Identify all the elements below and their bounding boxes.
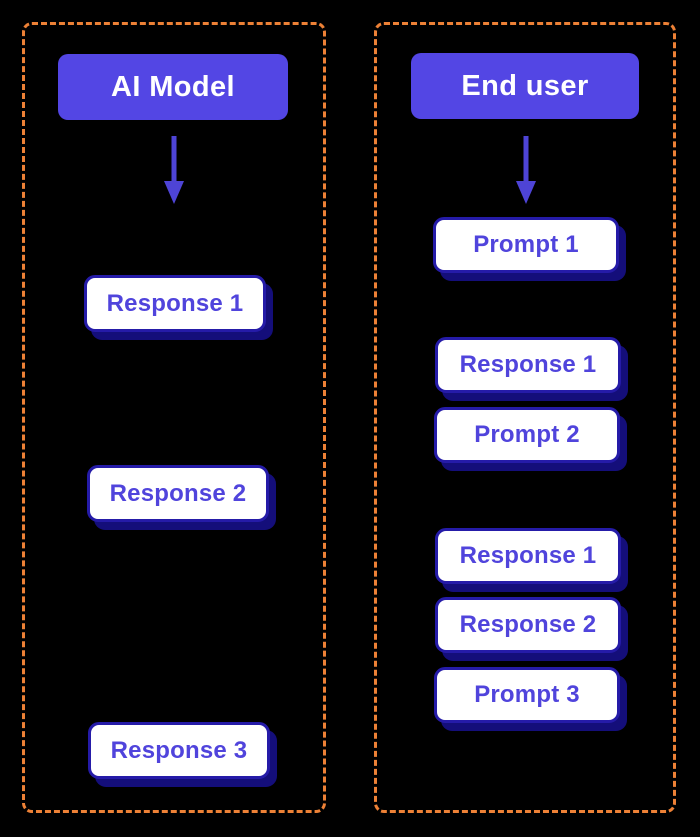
ai-model-header: AI Model	[58, 54, 288, 120]
arrow-down-icon	[516, 136, 536, 204]
response-box-ai-1: Response 1	[84, 275, 266, 332]
end-user-frame	[374, 22, 676, 813]
arrow-down-icon	[164, 136, 184, 204]
prompt-box-1: Prompt 1	[433, 217, 619, 273]
prompt-box-2: Prompt 2	[434, 407, 620, 463]
prompt-box-3: Prompt 3	[434, 667, 620, 723]
response-box-ai-3: Response 3	[88, 722, 270, 779]
response-box-user-1: Response 1	[435, 337, 621, 393]
response-box-user-2: Response 2	[435, 597, 621, 653]
response-box-ai-2: Response 2	[87, 465, 269, 522]
ai-model-frame	[22, 22, 326, 813]
end-user-header: End user	[411, 53, 639, 119]
response-box-user-1-repeat: Response 1	[435, 528, 621, 584]
